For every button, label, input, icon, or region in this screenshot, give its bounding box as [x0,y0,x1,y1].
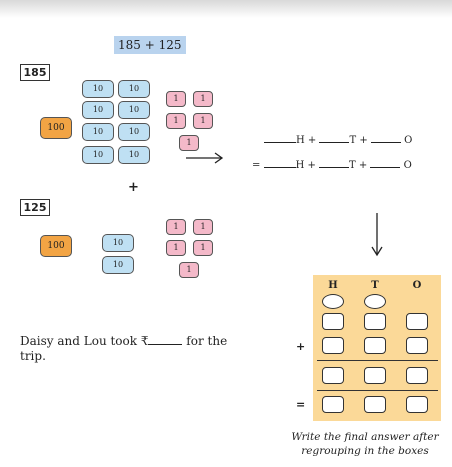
ten-block: 10 [102,234,134,252]
one-block: 1 [179,262,199,278]
ten-block: 10 [102,256,134,274]
one-block: 1 [166,219,186,235]
tens-blank[interactable] [319,158,350,168]
hto-header-o: O [412,280,422,291]
one-block: 1 [193,240,213,256]
ones-blank[interactable] [370,158,401,168]
ten-block: 10 [82,146,114,164]
ten-block: 10 [118,123,150,141]
hundreds-blank[interactable] [263,158,296,168]
digit-box[interactable] [322,337,344,354]
hundred-block: 100 [40,117,72,139]
one-block: 1 [166,240,186,256]
o-label: O [404,135,413,146]
o-label: O [403,160,412,171]
t-label: T + [349,160,368,171]
tens-blank[interactable] [319,133,350,143]
answer-rule [317,390,438,391]
sentence-prefix: Daisy and Lou took ₹ [20,334,149,348]
digit-box[interactable] [322,367,344,384]
ten-block: 10 [82,80,114,98]
t-label: T + [349,135,368,146]
hundred-block: 100 [40,235,72,257]
amount-blank[interactable] [148,335,183,345]
second-number-box: 125 [20,199,50,216]
hto-header-t: T [371,280,379,291]
one-block: 1 [193,219,213,235]
h-label: H + [296,135,317,146]
answer-box[interactable] [364,396,386,413]
page-top-shade [0,0,452,18]
ten-block: 10 [118,80,150,98]
digit-box[interactable] [406,367,428,384]
hundreds-blank[interactable] [264,133,296,143]
carry-circle-tens[interactable] [364,294,386,309]
down-arrow-icon [371,213,383,257]
carry-circle-hundreds[interactable] [322,294,344,309]
equation-row-1: H + T + O [264,133,412,146]
ones-blank[interactable] [370,133,401,143]
digit-box[interactable] [406,337,428,354]
equals-sign: = [252,160,261,171]
digit-box[interactable] [364,313,386,330]
equals-sign: = [296,398,306,411]
h-label: H + [295,160,316,171]
one-block: 1 [166,91,186,107]
instruction-caption: Write the final answer after regrouping … [291,431,439,457]
ten-block: 10 [118,146,150,164]
sentence-suffix: for the trip. [20,334,228,363]
digit-box[interactable] [406,313,428,330]
one-block: 1 [166,113,186,129]
digit-box[interactable] [364,367,386,384]
one-block: 1 [179,135,199,151]
ten-block: 10 [82,101,114,119]
plus-sign: + [128,180,139,195]
one-block: 1 [193,91,213,107]
plus-sign: + [296,340,306,353]
ten-block: 10 [82,123,114,141]
sum-rule [317,360,438,361]
right-arrow-icon [186,152,224,164]
first-number-box: 185 [20,64,50,81]
hto-header-h: H [328,280,338,291]
page-title: 185 + 125 [114,36,186,54]
answer-box[interactable] [406,396,428,413]
digit-box[interactable] [322,313,344,330]
answer-box[interactable] [322,396,344,413]
sentence: Daisy and Lou took ₹ for the trip. [20,334,250,364]
equation-row-2: = H + T + O [252,158,412,171]
one-block: 1 [193,113,213,129]
ten-block: 10 [118,101,150,119]
digit-box[interactable] [364,337,386,354]
